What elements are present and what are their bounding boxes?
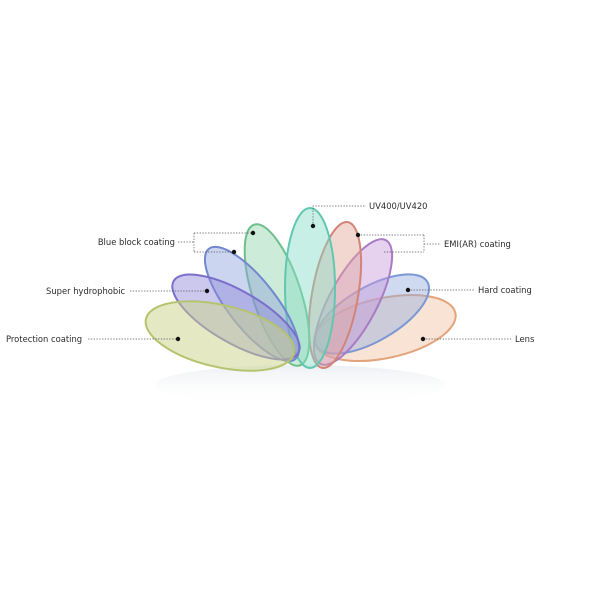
- label-super-hydrophobic: Super hydrophobic: [46, 286, 126, 296]
- label-lens: Lens: [515, 334, 534, 344]
- dot-blue-block-inner: [231, 249, 237, 255]
- dot-protection: [175, 336, 181, 342]
- dot-lens: [420, 336, 426, 342]
- label-hard-coating: Hard coating: [478, 285, 532, 295]
- leader-lines: [88, 205, 512, 340]
- labels: UV400/UV420 Blue block coating EMI(AR) c…: [6, 201, 534, 344]
- dot-super-hydrophobic: [204, 288, 210, 294]
- reflection: [155, 365, 445, 405]
- dot-hard-coating: [405, 287, 411, 293]
- label-blue-block: Blue block coating: [98, 237, 175, 247]
- label-uv: UV400/UV420: [369, 201, 428, 211]
- label-protection: Protection coating: [6, 334, 82, 344]
- label-emi: EMI(AR) coating: [444, 239, 511, 249]
- lens-layer-emi-inner: [312, 238, 394, 366]
- dot-uv: [310, 223, 316, 229]
- dot-blue-block-outer: [250, 230, 256, 236]
- dot-emi-outer: [355, 232, 361, 238]
- lens-layer-protection: [144, 300, 296, 372]
- lens-layer-uv: [284, 207, 336, 369]
- marker-dots: [175, 223, 426, 342]
